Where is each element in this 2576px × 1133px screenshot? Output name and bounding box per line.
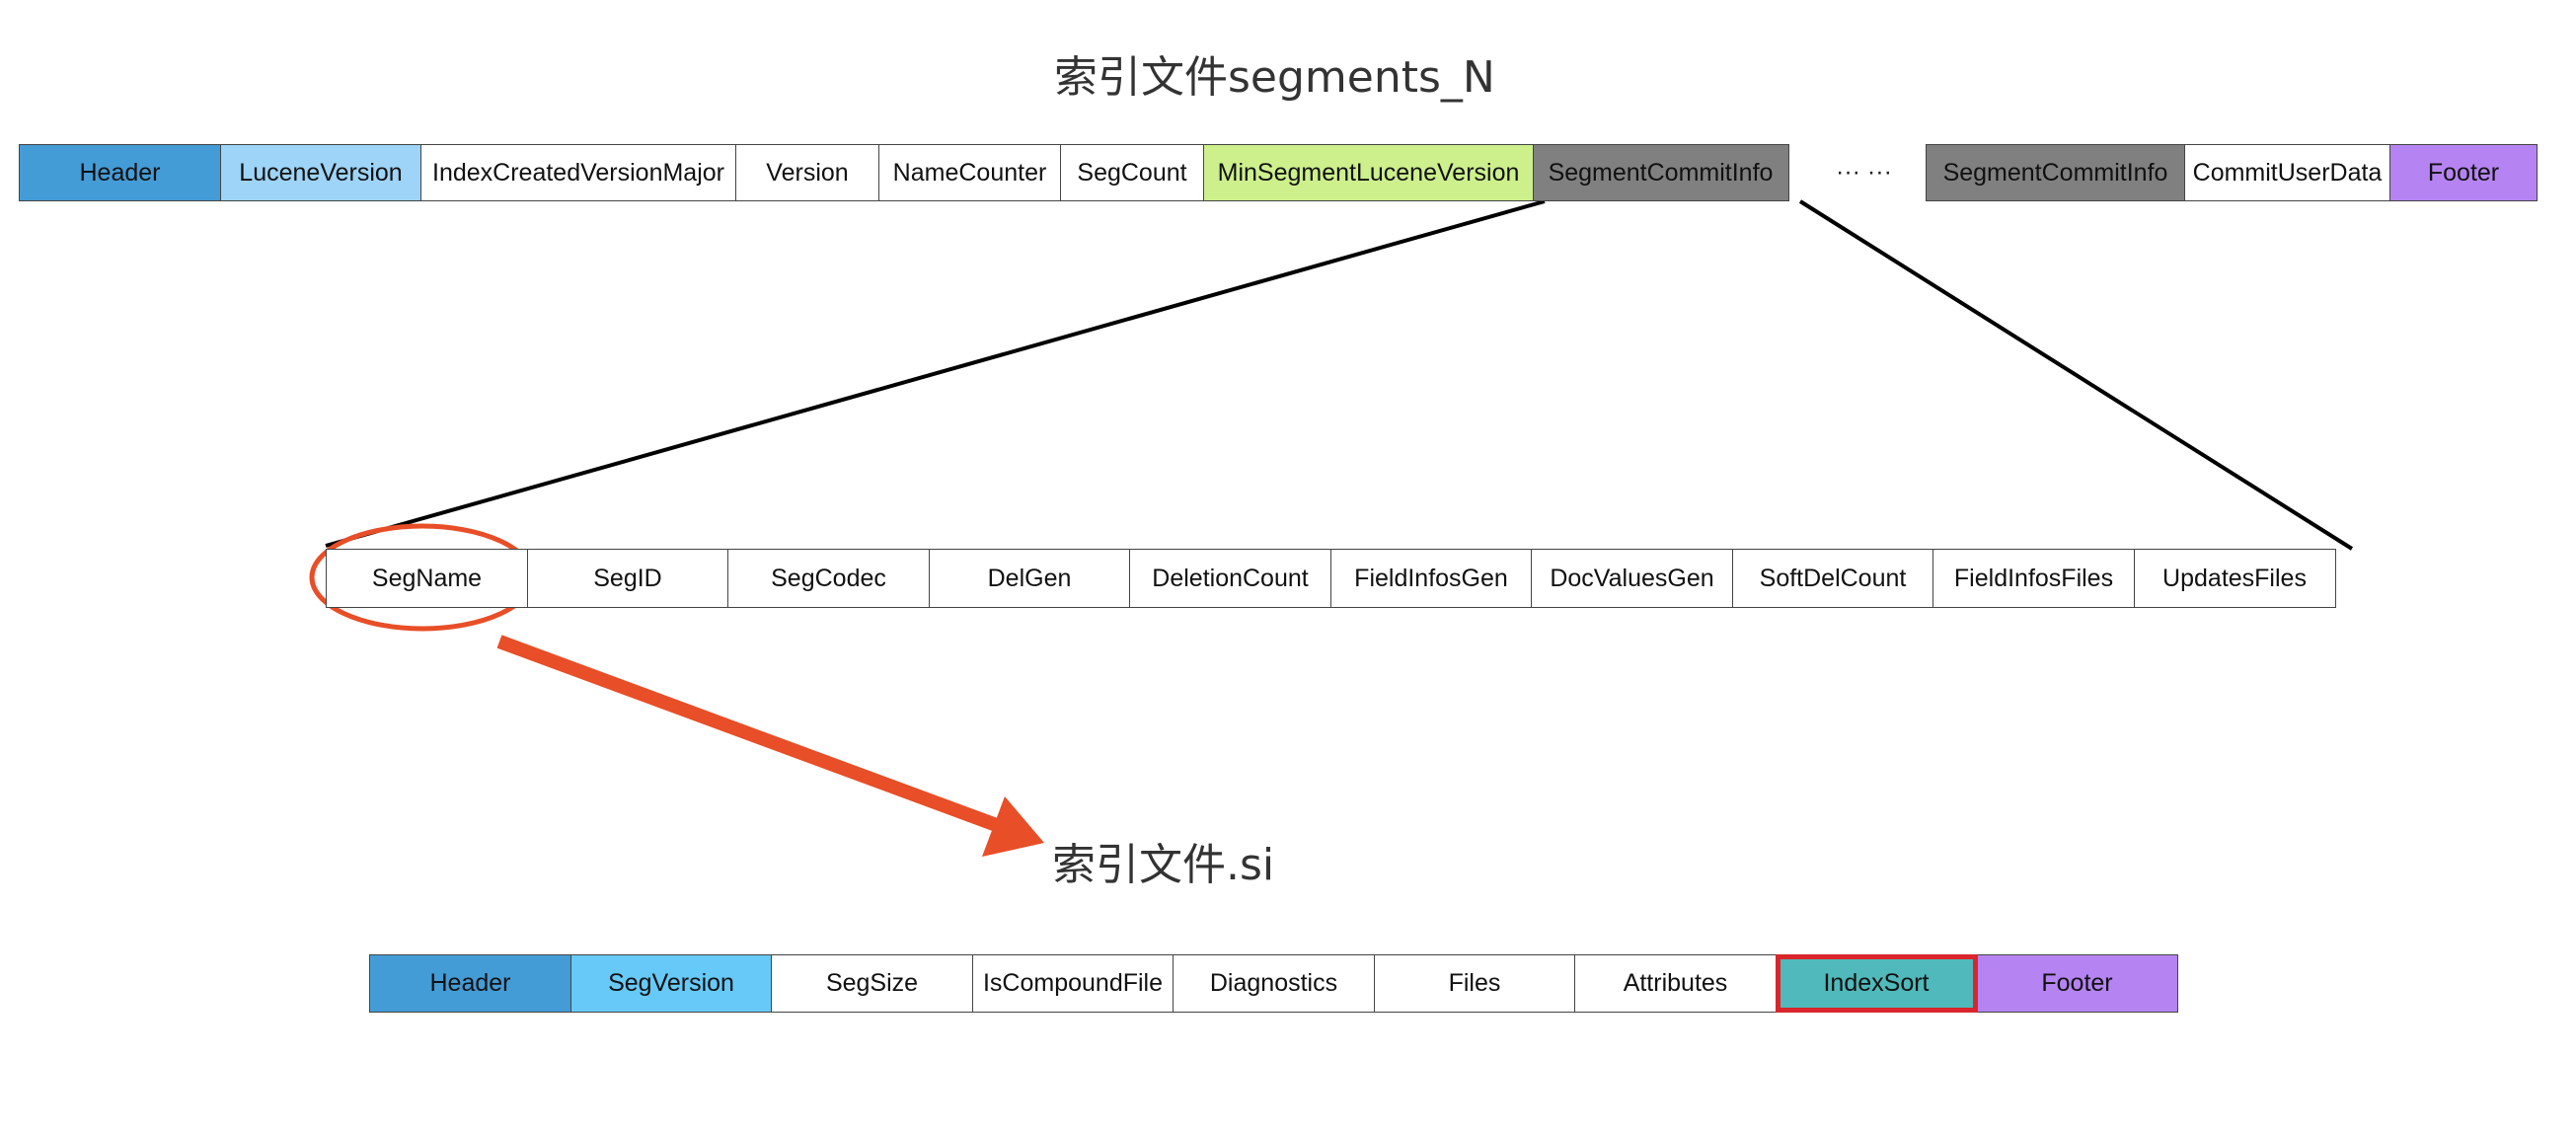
segments-cell-segment-commit-info: SegmentCommitInfo bbox=[1532, 144, 1789, 201]
cell-label: Header bbox=[79, 158, 161, 187]
segments-cell-lucene-version: LuceneVersion bbox=[219, 144, 422, 201]
cell-label: DelGen bbox=[987, 564, 1072, 592]
commit-info-cell-field-infos-gen: FieldInfosGen bbox=[1329, 549, 1533, 608]
commit-info-cell-seg-id: SegID bbox=[526, 549, 729, 608]
cell-label: Attributes bbox=[1623, 969, 1728, 997]
ellipsis-separator: ··· ··· bbox=[1836, 158, 1892, 186]
segments-cell-min-segment-lucene-version: MinSegmentLuceneVersion bbox=[1203, 144, 1534, 201]
cell-label: SegCount bbox=[1077, 158, 1187, 187]
cell-label: SegName bbox=[371, 564, 483, 592]
expand-line-right bbox=[1798, 199, 2354, 551]
cell-label: DeletionCount bbox=[1152, 564, 1309, 592]
cell-label: SegmentCommitInfo bbox=[1548, 158, 1774, 187]
cell-label: FieldInfosGen bbox=[1354, 564, 1508, 592]
segments-n-row: Header LuceneVersion IndexCreatedVersionMa… bbox=[19, 144, 1789, 201]
si-cell-seg-size: SegSize bbox=[771, 954, 973, 1013]
commit-info-cell-seg-codec: SegCodec bbox=[727, 549, 930, 608]
commit-info-cell-deletion-count: DeletionCount bbox=[1129, 549, 1331, 608]
segments-tail-cell-footer: Footer bbox=[2389, 144, 2538, 201]
segments-file-title: 索引文件segments_N bbox=[1054, 52, 1495, 103]
cell-label: SegmentCommitInfo bbox=[1942, 158, 2168, 187]
cell-label: IndexSort bbox=[1823, 969, 1930, 997]
si-cell-header: Header bbox=[369, 954, 571, 1013]
si-cell-seg-version: SegVersion bbox=[569, 954, 773, 1013]
si-file-title: 索引文件.si bbox=[1052, 840, 1275, 890]
arrow-shaft bbox=[496, 635, 1005, 834]
cell-label: FieldInfosFiles bbox=[1953, 564, 2114, 592]
si-cell-footer: Footer bbox=[1976, 954, 2178, 1013]
cell-label: Version bbox=[766, 158, 849, 187]
cell-label: SegSize bbox=[825, 969, 919, 997]
si-cell-files: Files bbox=[1373, 954, 1576, 1013]
commit-info-cell-field-infos-files: FieldInfosFiles bbox=[1932, 549, 2135, 608]
cell-label: LuceneVersion bbox=[239, 158, 403, 187]
commit-info-cell-del-gen: DelGen bbox=[928, 549, 1131, 608]
segments-cell-version: Version bbox=[734, 144, 880, 201]
cell-label: Header bbox=[429, 969, 511, 997]
cell-label: IsCompoundFile bbox=[982, 969, 1164, 997]
segments-cell-index-created-version-major: IndexCreatedVersionMajor bbox=[420, 144, 736, 201]
commit-info-cell-doc-values-gen: DocValuesGen bbox=[1531, 549, 1733, 608]
segments-cell-header: Header bbox=[19, 144, 221, 201]
cell-label: Files bbox=[1448, 969, 1501, 997]
si-cell-is-compound-file: IsCompoundFile bbox=[971, 954, 1174, 1013]
expand-line-left bbox=[325, 199, 1546, 548]
commit-info-cell-soft-del-count: SoftDelCount bbox=[1731, 549, 1934, 608]
cell-label: SoftDelCount bbox=[1759, 564, 1907, 592]
segments-tail-cell-commit-user-data: CommitUserData bbox=[2183, 144, 2391, 201]
cell-label: UpdatesFiles bbox=[2162, 564, 2307, 592]
segment-commit-info-row: SegName SegID SegCodec DelGen DeletionCount F… bbox=[326, 549, 2336, 608]
cell-label: DocValuesGen bbox=[1550, 564, 1714, 592]
si-cell-attributes: Attributes bbox=[1574, 954, 1777, 1013]
si-file-row: Header SegVersion SegSize IsCompoundFile Dia… bbox=[369, 954, 2178, 1013]
cell-label: SegID bbox=[593, 564, 662, 592]
cell-label: NameCounter bbox=[892, 158, 1047, 187]
cell-label: IndexCreatedVersionMajor bbox=[432, 158, 724, 187]
segments-cell-name-counter: NameCounter bbox=[878, 144, 1061, 201]
cell-label: MinSegmentLuceneVersion bbox=[1217, 158, 1520, 187]
cell-label: SegVersion bbox=[608, 969, 734, 997]
cell-label: CommitUserData bbox=[2192, 158, 2383, 187]
arrow-head-icon bbox=[982, 796, 1044, 857]
cell-label: Diagnostics bbox=[1209, 969, 1338, 997]
segments-tail-cell-segment-commit-info: SegmentCommitInfo bbox=[1926, 144, 2185, 201]
segments-cell-seg-count: SegCount bbox=[1059, 144, 1205, 201]
segments-n-row-tail: SegmentCommitInfo CommitUserData Footer bbox=[1926, 144, 2538, 201]
commit-info-cell-updates-files: UpdatesFiles bbox=[2133, 549, 2336, 608]
cell-label: Footer bbox=[2427, 158, 2500, 187]
cell-label: Footer bbox=[2041, 969, 2113, 997]
cell-label: SegCodec bbox=[771, 564, 886, 592]
si-cell-index-sort: IndexSort bbox=[1775, 954, 1978, 1013]
si-cell-diagnostics: Diagnostics bbox=[1173, 954, 1375, 1013]
commit-info-cell-seg-name: SegName bbox=[326, 549, 528, 608]
